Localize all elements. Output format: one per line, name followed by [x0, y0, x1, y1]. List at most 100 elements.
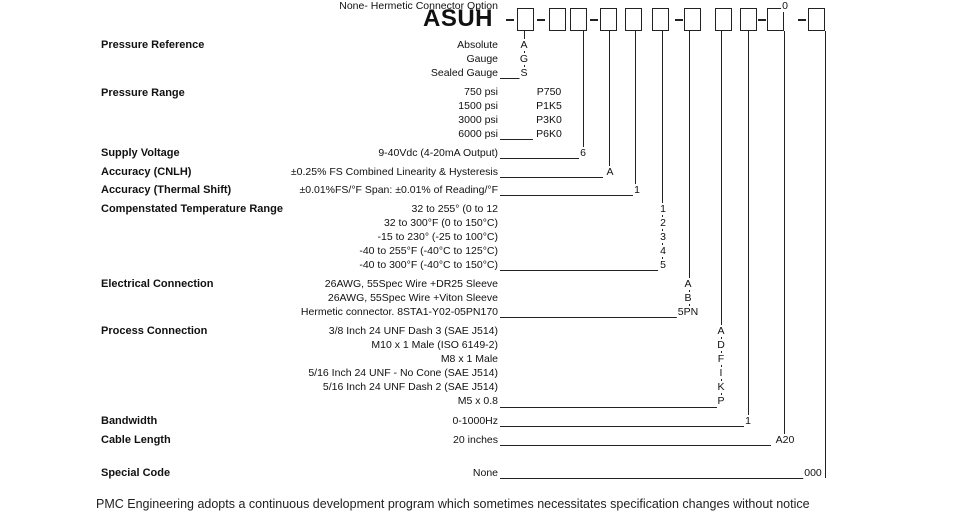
option-label: 9-40Vdc (4-20mA Output) — [378, 147, 498, 159]
code-separator-2 — [537, 19, 545, 21]
code-separator-5 — [758, 19, 766, 21]
option-label: M10 x 1 Male (ISO 6149-2) — [371, 339, 498, 351]
footer-note: PMC Engineering adopts a continuous deve… — [96, 497, 810, 511]
option-label: 32 to 300°F (0 to 150°C) — [383, 217, 498, 229]
option-label: M5 x 0.8 — [457, 395, 498, 407]
option-code: I — [718, 367, 724, 379]
leader-horizontal-2 — [500, 158, 579, 159]
leader-horizontal-3 — [500, 177, 603, 178]
option-code: P6K0 — [535, 128, 563, 140]
option-code: 1 — [744, 415, 752, 427]
option-code: P — [716, 395, 726, 407]
option-code: S — [519, 67, 529, 79]
leader-horizontal-10 — [500, 478, 805, 479]
code-separator-3 — [590, 19, 598, 21]
leader-horizontal-4 — [500, 195, 633, 196]
option-label: 5/16 Inch 24 UNF - No Cone (SAE J514) — [308, 367, 498, 379]
code-box-8 — [715, 8, 732, 31]
option-code: 1 — [659, 203, 667, 215]
option-code: P1K5 — [535, 100, 563, 112]
model-title: ASUH — [423, 5, 494, 32]
option-code: A — [716, 325, 726, 337]
leader-horizontal-pressure-range — [500, 139, 533, 140]
code-box-2 — [549, 8, 566, 31]
option-label: Absolute — [457, 39, 498, 51]
option-label: None- Hermetic Connector Option — [339, 0, 498, 12]
option-code: P750 — [535, 86, 563, 98]
option-label: 0-1000Hz — [452, 415, 498, 427]
option-code: A — [605, 166, 615, 178]
option-label: 26AWG, 55Spec Wire +Viton Sleeve — [327, 292, 498, 304]
code-separator-4 — [675, 19, 683, 21]
option-code: 2 — [659, 217, 667, 229]
option-label: Hermetic connector. 8STA1-Y02-05PN170 — [300, 306, 498, 318]
leader-vertical-9 — [784, 31, 785, 445]
category-pressure-reference: Pressure Reference — [101, 39, 205, 51]
category-special-code: Special Code — [101, 467, 171, 479]
code-separator-6 — [798, 19, 806, 21]
option-label: -15 to 230° (-25 to 100°C) — [377, 231, 498, 243]
leader-horizontal-1 — [500, 78, 524, 79]
option-code: P3K0 — [535, 114, 563, 126]
leader-vertical-8 — [748, 31, 749, 426]
option-code: 0 — [781, 0, 789, 12]
option-code: 3 — [659, 231, 667, 243]
code-box-9 — [740, 8, 757, 31]
option-code: 5PN — [676, 306, 700, 318]
leader-vertical-4 — [635, 31, 636, 195]
leader-horizontal-5 — [500, 270, 658, 271]
option-code: 5 — [659, 259, 667, 271]
option-label: -40 to 255°F (-40°C to 125°C) — [359, 245, 498, 257]
option-label: Sealed Gauge — [430, 67, 498, 79]
option-code: 6 — [579, 147, 587, 159]
category-process: Process Connection — [101, 325, 208, 337]
option-label: 5/16 Inch 24 UNF Dash 2 (SAE J514) — [322, 381, 498, 393]
code-box-11 — [808, 8, 825, 31]
leader-vertical-3 — [609, 31, 610, 177]
option-label: Gauge — [466, 53, 498, 65]
leader-vertical-7 — [721, 31, 722, 407]
leader-vertical-10 — [825, 31, 826, 478]
option-label: ±0.25% FS Combined Linearity & Hysteresi… — [290, 166, 498, 178]
option-code: 4 — [659, 245, 667, 257]
code-box-1 — [517, 8, 534, 31]
category-electrical: Electrical Connection — [101, 278, 214, 290]
option-code: K — [716, 381, 726, 393]
option-label: 20 inches — [453, 434, 498, 446]
option-code: G — [518, 53, 530, 65]
code-box-10 — [767, 8, 784, 31]
code-separator-1 — [506, 19, 514, 21]
category-pressure-range: Pressure Range — [101, 87, 185, 99]
option-label: -40 to 300°F (-40°C to 150°C) — [359, 259, 498, 271]
category-supply-voltage: Supply Voltage — [101, 147, 180, 159]
option-label: 3/8 Inch 24 UNF Dash 3 (SAE J514) — [328, 325, 498, 337]
option-label: 6000 psi — [458, 128, 498, 140]
option-code: B — [683, 292, 693, 304]
code-box-7 — [684, 8, 701, 31]
option-label: 3000 psi — [458, 114, 498, 126]
category-comp-temp: Compenstated Temperature Range — [101, 203, 283, 215]
option-label: M8 x 1 Male — [440, 353, 498, 365]
option-label: 750 psi — [464, 86, 498, 98]
option-label: ±0.01%FS/°F Span: ±0.01% of Reading/°F — [299, 184, 498, 196]
option-code: D — [716, 339, 726, 351]
option-label: None — [472, 467, 498, 479]
leader-vertical-5 — [662, 31, 663, 270]
code-box-3 — [570, 8, 587, 31]
leader-horizontal-8 — [500, 426, 744, 427]
option-code: A — [519, 39, 529, 51]
leader-horizontal-6 — [500, 317, 684, 318]
option-code: 000 — [803, 467, 823, 479]
code-box-6 — [652, 8, 669, 31]
leader-horizontal-7 — [500, 407, 717, 408]
option-label: 32 to 255° (0 to 12 — [411, 203, 498, 215]
leader-vertical-2 — [583, 31, 584, 158]
code-box-4 — [600, 8, 617, 31]
leader-horizontal-9 — [500, 445, 771, 446]
category-cable-length: Cable Length — [101, 434, 171, 446]
code-box-5 — [625, 8, 642, 31]
option-label: 26AWG, 55Spec Wire +DR25 Sleeve — [324, 278, 498, 290]
category-bandwidth: Bandwidth — [101, 415, 158, 427]
option-label: 1500 psi — [458, 100, 498, 112]
